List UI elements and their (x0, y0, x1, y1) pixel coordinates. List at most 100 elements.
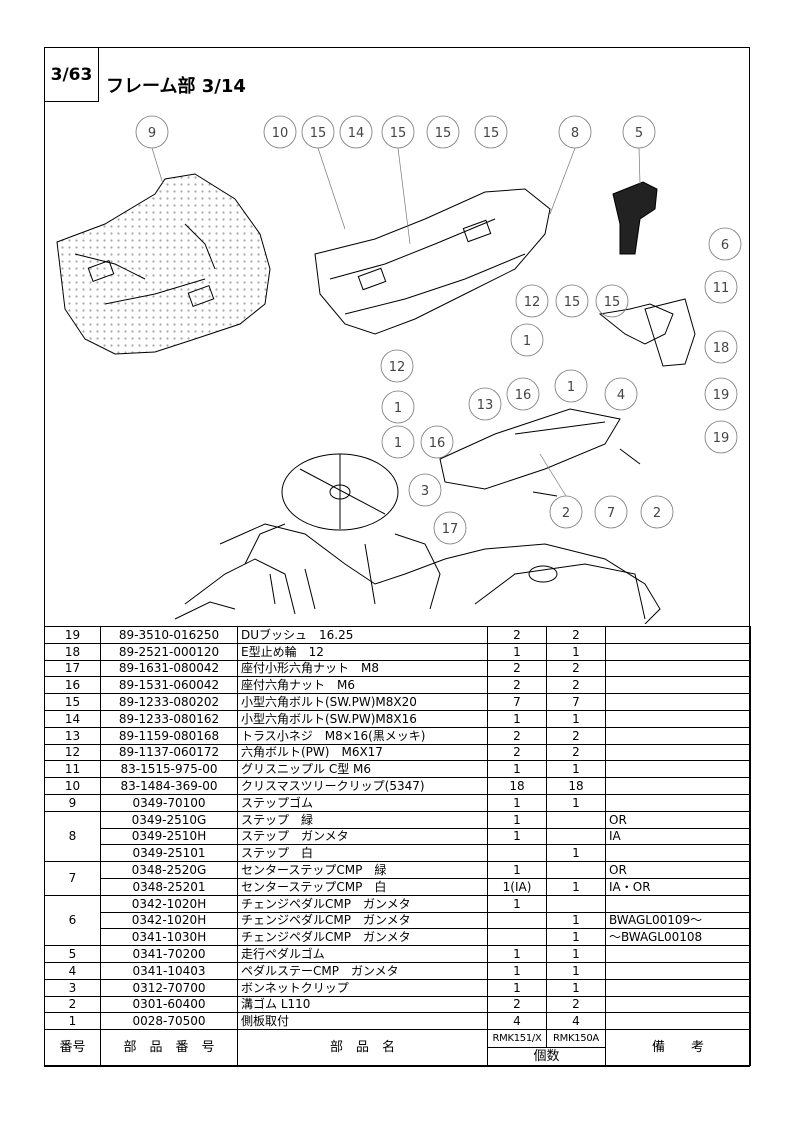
item-number: 2 (44, 995, 101, 1014)
page-frame (44, 47, 750, 1067)
part-name: 座付小形六角ナット M8 (237, 659, 488, 678)
item-number: 14 (44, 709, 101, 728)
page-title: フレーム部 3/14 (106, 76, 246, 97)
remarks: BWAGL00109～ (605, 911, 751, 930)
item-number: 16 (44, 676, 101, 695)
qty-model-b: 1 (546, 760, 606, 779)
qty-model-a: 1(IA) (487, 877, 547, 896)
qty-model-a: 18 (487, 777, 547, 795)
part-number: 89-3510-016250 (100, 626, 238, 644)
remarks (605, 844, 751, 863)
step-frame-drawing (314, 188, 551, 335)
svg-text:15: 15 (564, 295, 581, 310)
item-number: 3 (44, 978, 101, 997)
qty-model-b: 18 (546, 777, 606, 795)
part-name: 溝ゴム L110 (237, 995, 488, 1014)
svg-text:18: 18 (713, 341, 730, 356)
remarks: ～BWAGL00108 (605, 928, 751, 947)
svg-text:12: 12 (524, 295, 541, 310)
part-number: 89-1531-060042 (100, 676, 238, 695)
part-name: チェンジペダルCMP ガンメタ (237, 928, 488, 947)
header-quantity: 個数 (487, 1047, 606, 1067)
qty-model-a: 1 (487, 793, 547, 812)
qty-model-a: 1 (487, 760, 547, 779)
qty-model-b: 1 (546, 961, 606, 980)
remarks (605, 743, 751, 762)
remarks: IA (605, 827, 751, 846)
part-name: チェンジペダルCMP ガンメタ (237, 894, 488, 913)
remarks (605, 709, 751, 728)
svg-text:15: 15 (390, 126, 407, 141)
item-number: 9 (44, 793, 101, 812)
svg-text:1: 1 (523, 334, 531, 349)
svg-text:10: 10 (272, 126, 289, 141)
part-name: 小型六角ボルト(SW.PW)M8X20 (237, 693, 488, 711)
remarks: OR (605, 861, 751, 879)
item-number: 15 (44, 693, 101, 711)
header-model-a: RMK151/X (487, 1029, 547, 1049)
svg-text:16: 16 (515, 388, 532, 403)
item-number: 13 (44, 726, 101, 745)
svg-text:6: 6 (721, 238, 729, 253)
header-part-name: 部 品 名 (237, 1029, 488, 1067)
item-number: 1 (44, 1012, 101, 1031)
qty-model-b: 2 (546, 995, 606, 1014)
remarks (605, 659, 751, 678)
qty-model-a: 2 (487, 626, 547, 644)
item-number: 5 (44, 945, 101, 963)
part-name: 六角ボルト(PW) M6X17 (237, 743, 488, 762)
part-name: ボンネットクリップ (237, 978, 488, 997)
qty-model-a (487, 911, 547, 930)
svg-text:1: 1 (567, 380, 575, 395)
qty-model-b (546, 827, 606, 846)
part-name: 側板取付 (237, 1012, 488, 1031)
item-number: 8 (44, 810, 101, 863)
qty-model-a: 2 (487, 743, 547, 762)
part-number: 0312-70700 (100, 978, 238, 997)
remarks (605, 760, 751, 779)
remarks (605, 777, 751, 795)
qty-model-b: 2 (546, 726, 606, 745)
header-model-b: RMK150A (546, 1029, 606, 1049)
part-number: 0349-2510H (100, 827, 238, 846)
svg-text:3: 3 (421, 484, 429, 499)
item-number: 4 (44, 961, 101, 980)
part-number: 0341-10403 (100, 961, 238, 980)
part-name: クリスマスツリークリップ(5347) (237, 777, 488, 795)
part-number: 89-2521-000120 (100, 642, 238, 661)
svg-text:15: 15 (310, 126, 327, 141)
item-number: 6 (44, 894, 101, 947)
remarks (605, 726, 751, 745)
qty-model-b: 2 (546, 676, 606, 695)
qty-model-b: 1 (546, 642, 606, 661)
part-number: 89-1631-080042 (100, 659, 238, 678)
part-number: 89-1233-080202 (100, 693, 238, 711)
header-part-number: 部 品 番 号 (100, 1029, 238, 1067)
svg-text:19: 19 (713, 388, 730, 403)
qty-model-b: 1 (546, 793, 606, 812)
part-number: 89-1159-080168 (100, 726, 238, 745)
header-number: 番号 (44, 1029, 101, 1067)
svg-text:16: 16 (429, 436, 446, 451)
svg-text:5: 5 (635, 126, 643, 141)
qty-model-b (546, 810, 606, 829)
part-number: 0341-1030H (100, 928, 238, 947)
item-number: 10 (44, 777, 101, 795)
qty-model-a: 1 (487, 642, 547, 661)
svg-text:15: 15 (604, 295, 621, 310)
svg-text:12: 12 (389, 360, 406, 375)
part-number: 0341-70200 (100, 945, 238, 963)
part-number: 0028-70500 (100, 1012, 238, 1031)
header-remarks: 備 考 (605, 1029, 751, 1067)
item-number: 12 (44, 743, 101, 762)
qty-model-b: 2 (546, 626, 606, 644)
qty-model-b: 1 (546, 928, 606, 947)
